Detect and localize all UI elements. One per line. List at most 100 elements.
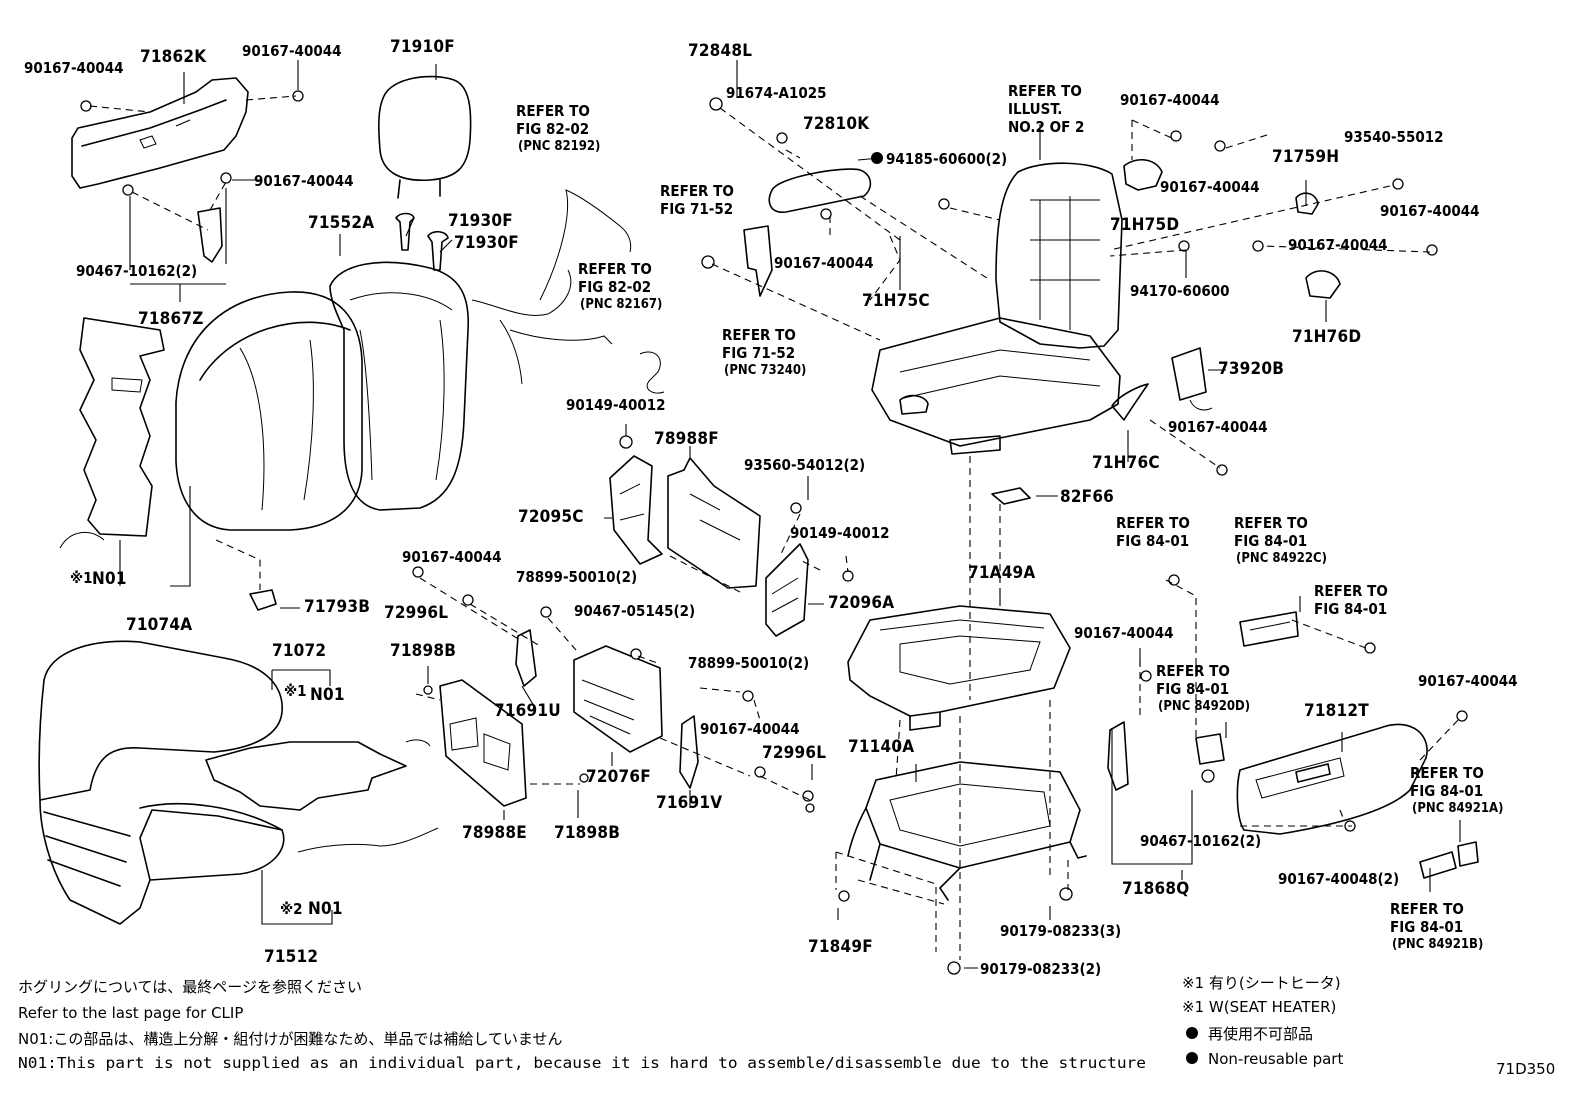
ref-line: REFER TO: [1008, 82, 1082, 100]
note-clip-en: Refer to the last page for CLIP: [18, 1004, 243, 1022]
bracket-72095c: [609, 455, 663, 565]
label-82f66: 82F66: [1060, 487, 1114, 507]
note-clip-jp: ホグリングについては、最終ページを参照ください: [18, 978, 362, 996]
label-71691v: 71691V: [656, 793, 722, 813]
knob-84921b: [1419, 841, 1479, 879]
cover-71h75d: [1123, 159, 1163, 191]
ref-line: FIG 84-01: [1156, 680, 1229, 698]
footnotes: ホグリングについては、最終ページを参照ください Refer to the las…: [18, 974, 1555, 1078]
ref-pnc: (PNC 84922C): [1236, 551, 1327, 566]
label-71930f: 71930F: [454, 233, 519, 253]
bracket-71867z: [197, 207, 223, 263]
marker-star2: ※2: [280, 900, 303, 918]
bracket-71691u: [515, 629, 537, 687]
label-71793b: 71793B: [304, 597, 370, 617]
seatback-pad: [175, 291, 363, 531]
ref-line: REFER TO: [722, 326, 796, 344]
seatback-cover: [329, 261, 470, 511]
label-94170-60600: 94170-60600: [1130, 282, 1230, 300]
legend-star1-en: ※1 W(SEAT HEATER): [1182, 998, 1336, 1016]
seat-frame: [871, 162, 1123, 455]
bracket-71868q: [1107, 721, 1129, 791]
cover-71759h: [1295, 192, 1319, 215]
label-90167-40044: 90167-40044: [700, 720, 800, 738]
ref-line: FIG 82-02: [516, 120, 589, 138]
label-90149-40012: 90149-40012: [566, 396, 666, 414]
seatback-heater: [59, 317, 165, 549]
ecu-72076f: [573, 645, 663, 753]
cover-71h76c: [1111, 383, 1149, 421]
label-78988f: 78988F: [654, 429, 719, 449]
label-n01: N01: [310, 685, 345, 705]
label-71930f: 71930F: [448, 211, 513, 231]
label-90149-40012: 90149-40012: [790, 524, 890, 542]
label-94185-60600: 94185-60600(2): [886, 150, 1007, 168]
lower-frame: [847, 761, 1087, 901]
label-71512: 71512: [264, 947, 318, 967]
label-73920b: 73920B: [1218, 359, 1284, 379]
reference-notes: REFER TO FIG 82-02 (PNC 82192) REFER TO …: [516, 82, 1503, 952]
headrest: [378, 75, 472, 199]
note-n01-en: N01:This part is not supplied as an indi…: [18, 1054, 1146, 1072]
label-72076f: 72076F: [586, 767, 651, 787]
label-72810k: 72810K: [803, 114, 870, 134]
label-90167-40044: 90167-40044: [1120, 91, 1220, 109]
ref-pnc: (PNC 82192): [518, 139, 600, 154]
label-n01: N01: [92, 569, 127, 589]
label-71691u: 71691U: [494, 701, 561, 721]
marker-star1: ※1: [70, 569, 93, 587]
label-90179-08233: 90179-08233(2): [980, 960, 1101, 978]
switch-84922c: [1239, 611, 1299, 647]
label-71759h: 71759H: [1272, 147, 1339, 167]
label-93540-55012: 93540-55012: [1344, 128, 1444, 146]
label-71a49a: 71A49A: [968, 563, 1035, 583]
label-71898b: 71898B: [390, 641, 456, 661]
label-90179-08233: 90179-08233(3): [1000, 922, 1121, 940]
label-78899-50010: 78899-50010(2): [516, 568, 637, 586]
label-90467-10162: 90467-10162(2): [76, 262, 197, 280]
label-71h75d: 71H75D: [1110, 215, 1179, 235]
label-71812t: 71812T: [1304, 701, 1369, 721]
cushion-frame: [847, 605, 1071, 731]
label-71h76d: 71H76D: [1292, 327, 1361, 347]
label-72996l: 72996L: [762, 743, 826, 763]
ref-line: REFER TO: [1390, 900, 1464, 918]
ref-pnc: (PNC 84920D): [1158, 699, 1250, 714]
label-n01: N01: [308, 899, 343, 919]
non-reusable-icon: [1186, 1027, 1198, 1039]
seat-cushion-cover: [38, 640, 285, 925]
ref-line: NO.2 OF 2: [1008, 118, 1084, 136]
armrest: [768, 168, 872, 213]
leader-lines: [89, 60, 1461, 969]
diagram-code: 71D350: [1496, 1060, 1555, 1078]
label-90167-40044: 90167-40044: [254, 172, 354, 190]
ref-line: REFER TO: [1156, 662, 1230, 680]
label-71849f: 71849F: [808, 937, 873, 957]
seat-side-cover-left: [71, 77, 249, 189]
label-71h76c: 71H76C: [1092, 453, 1160, 473]
label-90167-40044: 90167-40044: [242, 42, 342, 60]
marker-star1: ※1: [284, 682, 307, 700]
ref-line: REFER TO: [578, 260, 652, 278]
ref-line: FIG 84-01: [1410, 782, 1483, 800]
ref-line: FIG 84-01: [1234, 532, 1307, 550]
switch-84920d: [1195, 733, 1225, 765]
label-71h75c: 71H75C: [862, 291, 930, 311]
label-90167-40044: 90167-40044: [402, 548, 502, 566]
ref-line: FIG 71-52: [722, 344, 795, 362]
part-drawings: [38, 75, 1479, 975]
ref-line: REFER TO: [1234, 514, 1308, 532]
label-71862k: 71862K: [140, 47, 207, 67]
ref-pnc: (PNC 73240): [724, 363, 806, 378]
label-72095c: 72095C: [518, 507, 584, 527]
cushion-heater: [205, 739, 439, 853]
ref-line: REFER TO: [516, 102, 590, 120]
legend-star1-jp: ※1 有り(シートヒータ): [1182, 974, 1341, 992]
cover-71h76d: [1305, 270, 1341, 299]
bracket-71691v: [679, 715, 699, 789]
label-71074a: 71074A: [126, 615, 192, 635]
label-71898b: 71898B: [554, 823, 620, 843]
seat-belt-buckle: [743, 225, 773, 297]
side-airbag-73920b: [1171, 347, 1213, 411]
